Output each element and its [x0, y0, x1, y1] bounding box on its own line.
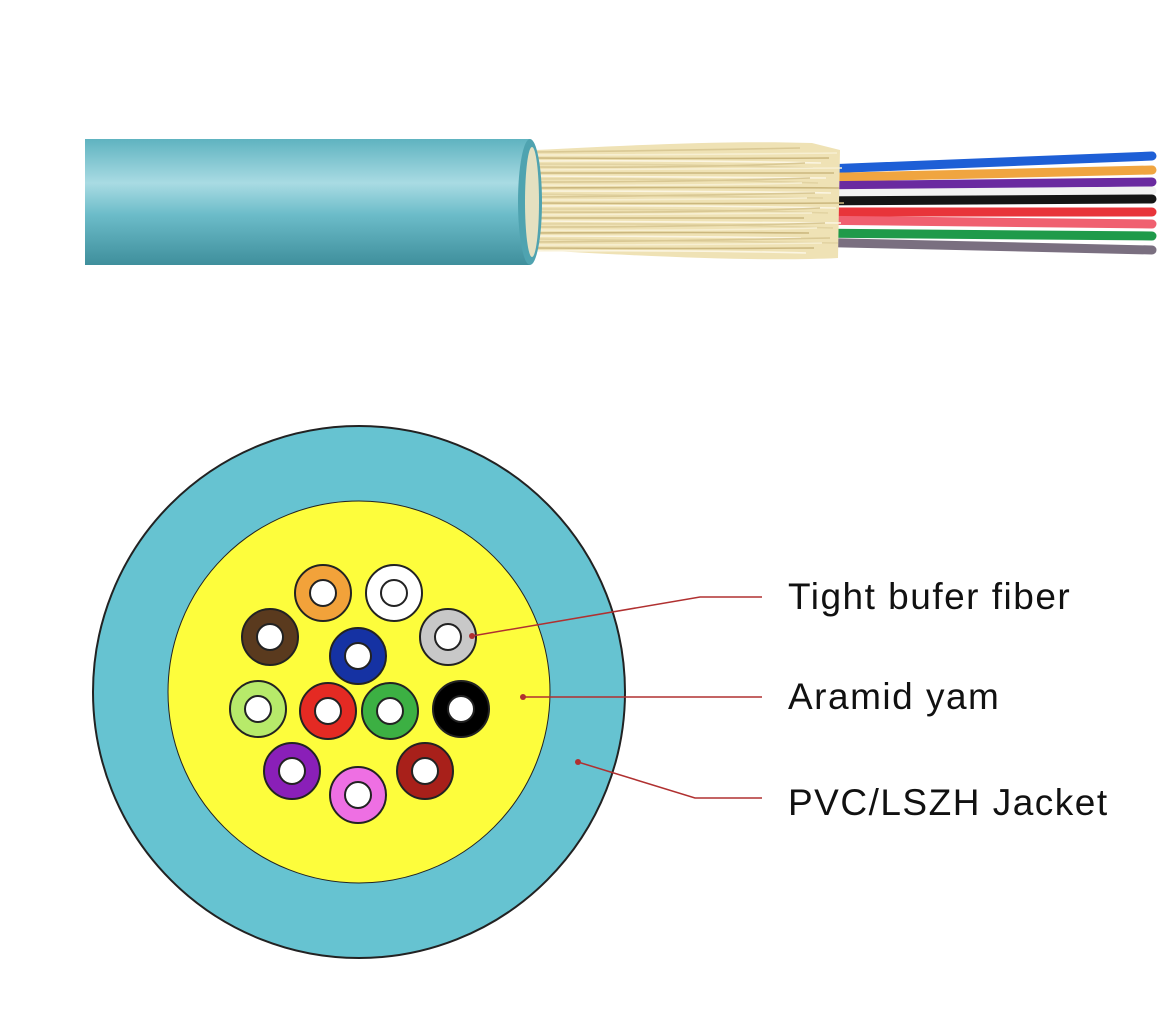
aramid-fiber-line [534, 147, 801, 153]
brown-fiber-core [256, 623, 284, 651]
white-strand [795, 186, 1157, 199]
aramid-fiber-line [534, 163, 814, 169]
gray-fiber-core [434, 623, 462, 651]
violet-strand [795, 177, 1157, 191]
lime-fiber-core [244, 695, 272, 723]
rose-strand [795, 215, 1157, 229]
blue-strand [795, 151, 1157, 175]
side-fiber-strands [795, 151, 1157, 255]
blue-fiber [329, 627, 387, 685]
gray-strand [795, 237, 1157, 255]
aramid-fiber-line [534, 220, 842, 224]
aramid-fiber-line [534, 167, 843, 171]
aramid-fiber-line [534, 235, 802, 239]
orange-strand [795, 165, 1157, 183]
aramid-fiber-line [534, 159, 822, 164]
orange-fiber [294, 564, 352, 622]
leader-line-tight-buffer [471, 596, 762, 637]
label-jacket: PVC/LSZH Jacket [788, 782, 1109, 823]
white-fiber-core [380, 579, 408, 607]
gray-fiber [419, 608, 477, 666]
orange-fiber-core [309, 579, 337, 607]
blue-fiber-core [344, 642, 372, 670]
aramid-fiber-line [534, 162, 806, 168]
cable-cross-section [92, 425, 626, 959]
side-jacket-end-inner [525, 147, 539, 257]
black-strand [795, 194, 1157, 206]
aramid-layer [167, 500, 551, 884]
rose-fiber-core [344, 781, 372, 809]
aramid-fiber-line [534, 249, 807, 254]
lime-fiber [229, 680, 287, 738]
aramid-fiber-line [534, 227, 818, 232]
leader-dot-aramid [520, 694, 526, 700]
violet-fiber [263, 742, 321, 800]
aramid-fiber-line [534, 242, 823, 246]
aramid-fiber-line [534, 182, 803, 187]
maroon-fiber [396, 742, 454, 800]
label-aramid-yarn: Aramid yam [788, 676, 1000, 717]
leader-lines [469, 596, 762, 799]
violet-fiber-core [278, 757, 306, 785]
aramid-fiber-line [534, 237, 831, 243]
leader-line-jacket [577, 761, 762, 799]
aramid-fiber-line [534, 204, 837, 209]
leader-dot-tight-buffer [469, 633, 475, 639]
aramid-fiber-line [534, 157, 830, 160]
aramid-fiber-line [534, 247, 815, 250]
aramid-fiber-line [534, 178, 819, 184]
aramid-fiber-line [534, 222, 826, 228]
red-fiber [299, 682, 357, 740]
cable-side-view [85, 139, 1157, 265]
rose-fiber [329, 766, 387, 824]
aramid-fiber-line [534, 152, 838, 156]
black-fiber [432, 680, 490, 738]
aramid-fiber-line [534, 177, 811, 183]
red-fiber-core [314, 697, 342, 725]
aramid-fiber-line [534, 175, 827, 179]
aramid-fiber-line [534, 223, 834, 229]
side-jacket-body [85, 139, 530, 265]
leader-dot-jacket [575, 759, 581, 765]
aramid-yarn-strands [534, 142, 845, 260]
green-fiber-core [376, 697, 404, 725]
maroon-fiber-core [411, 757, 439, 785]
aramid-fiber-line [534, 192, 816, 198]
aramid-fiber-line [534, 197, 808, 201]
aramid-fiber-line [534, 208, 829, 214]
aramid-fiber-line [534, 186, 840, 189]
green-strand [795, 228, 1157, 241]
brown-fiber [241, 608, 299, 666]
label-tight-buffer-fiber: Tight bufer fiber [788, 576, 1071, 617]
tight-buffer-fibers [229, 564, 490, 824]
green-fiber [361, 682, 419, 740]
aramid-fiber-line [534, 202, 845, 205]
aramid-fiber-line [534, 231, 810, 234]
aramid-fiber-line [534, 212, 813, 216]
black-fiber-core [447, 695, 475, 723]
aramid-fiber-line [534, 207, 821, 213]
white-fiber [365, 564, 423, 622]
